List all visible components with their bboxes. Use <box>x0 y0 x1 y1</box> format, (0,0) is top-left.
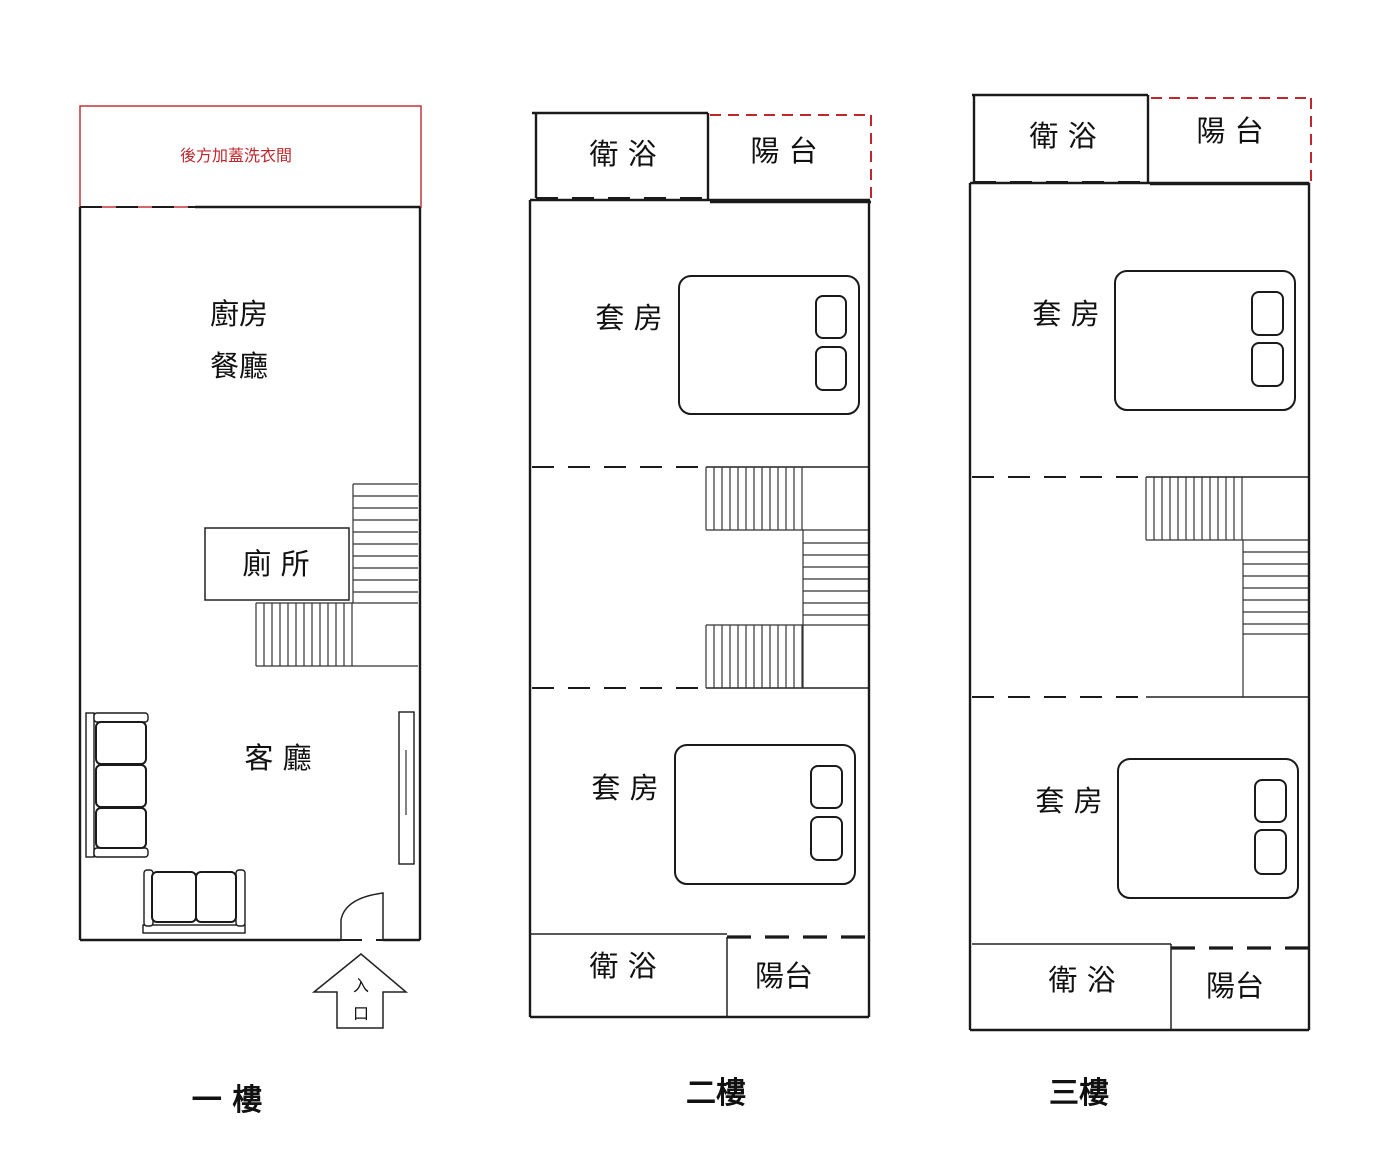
floor-1-stair-lower <box>255 602 418 667</box>
rear-laundry-label: 後方加蓋洗衣間 <box>180 146 292 165</box>
floor-3-bed-bottom <box>1117 758 1299 899</box>
floor-2-stair-upper <box>705 467 868 531</box>
floor-2-bath-bottom-label: 衛 浴 <box>589 949 656 983</box>
floor-2-bed-top <box>678 275 860 415</box>
entrance-label-top: 入 <box>353 976 369 995</box>
floor-2-balcony-bottom-label: 陽台 <box>755 959 813 993</box>
entrance-label-bottom: 口 <box>353 1004 369 1023</box>
living-room-sofa-left <box>85 712 149 858</box>
floor-3-plan: 衛 浴 陽 台 套 房 套 房 衛 浴 陽台 三樓 <box>968 93 1312 1111</box>
floor-1-plan: 後方加蓋洗衣間 <box>78 105 422 1118</box>
toilet-room <box>204 527 350 601</box>
living-room-sofa-bottom <box>142 869 246 934</box>
dining-label: 餐廳 <box>210 349 268 383</box>
toilet-label: 廁 所 <box>242 547 309 581</box>
floor-2-title: 二樓 <box>686 1076 746 1111</box>
floor-2-suite-top-label: 套 房 <box>595 301 662 335</box>
floor-1-title: 一 樓 <box>192 1083 262 1118</box>
floor-3-stair-middle <box>1242 540 1308 697</box>
floor-2-plan: 衛 浴 陽 台 套 房 套 房 衛 浴 陽台 二樓 <box>528 111 872 1111</box>
entrance-arrow-icon <box>311 953 409 1029</box>
floor-3-suite-bottom-label: 套 房 <box>1035 784 1102 818</box>
floor-2-bath-top-label: 衛 浴 <box>589 137 656 171</box>
floor-3-title: 三樓 <box>1049 1076 1109 1111</box>
floor-3-balcony-top-label: 陽 台 <box>1196 114 1263 148</box>
floor-2-suite-bottom-label: 套 房 <box>591 771 658 805</box>
floor-2-balcony-top-label: 陽 台 <box>750 134 817 168</box>
floor-3-bath-top-label: 衛 浴 <box>1029 119 1096 153</box>
floor-3-bath-bottom-label: 衛 浴 <box>1048 963 1115 997</box>
floor-1-stair-upper <box>349 483 418 604</box>
kitchen-label: 廚房 <box>210 297 268 331</box>
floor-2-stair-lower <box>705 625 803 688</box>
floor-3-balcony-bottom-label: 陽台 <box>1206 969 1264 1003</box>
floor-2-bed-bottom <box>674 744 856 885</box>
living-room-label: 客 廳 <box>244 741 311 775</box>
floor-3-stair-upper <box>1145 477 1308 541</box>
floor-2-stair-middle <box>706 530 868 688</box>
floor-3-suite-top-label: 套 房 <box>1032 297 1099 331</box>
entrance-door[interactable] <box>340 892 384 940</box>
living-room-tv-cabinet <box>398 711 415 865</box>
floor-3-bed-top <box>1114 270 1296 411</box>
